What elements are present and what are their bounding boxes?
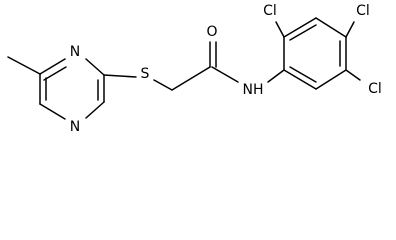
atom-cl-meta: Cl [368,81,382,97]
chemical-structure: N N S O NH Cl Cl Cl [7,3,382,135]
cl-meta-bond [345,69,361,81]
atom-sulfur: S [141,66,150,82]
ring-bond [315,17,347,38]
ring-bond [39,103,66,120]
methyl-bond [7,56,41,75]
nh-ring-bond [267,69,285,83]
carbonyl-nh-bond [211,66,239,83]
ring-bond [289,24,317,41]
pyrimidine-ring [39,58,105,120]
ring-bond [283,69,317,90]
atom-cl-ortho: Cl [263,3,277,19]
atom-cl-para: Cl [356,3,370,19]
ring-bond [283,17,317,38]
ring-bond [39,58,66,75]
atom-oxygen: O [206,24,217,40]
ring-bond [85,101,105,119]
cl-ortho-bond [275,21,285,38]
atom-n-top: N [70,44,80,60]
cl-para-bond [345,21,355,38]
atom-amide-nh: NH [243,82,264,98]
ch2-carbonyl-bond [171,66,211,91]
ring-sulfur-bond [103,74,137,78]
sulfur-ch2-bond [153,79,173,91]
benzene-ring [283,17,347,90]
ring-bond [315,69,347,90]
ring-bond [289,66,317,83]
ring-bond [43,66,67,81]
ring-bond [85,58,105,76]
atom-n-bottom: N [70,119,80,135]
